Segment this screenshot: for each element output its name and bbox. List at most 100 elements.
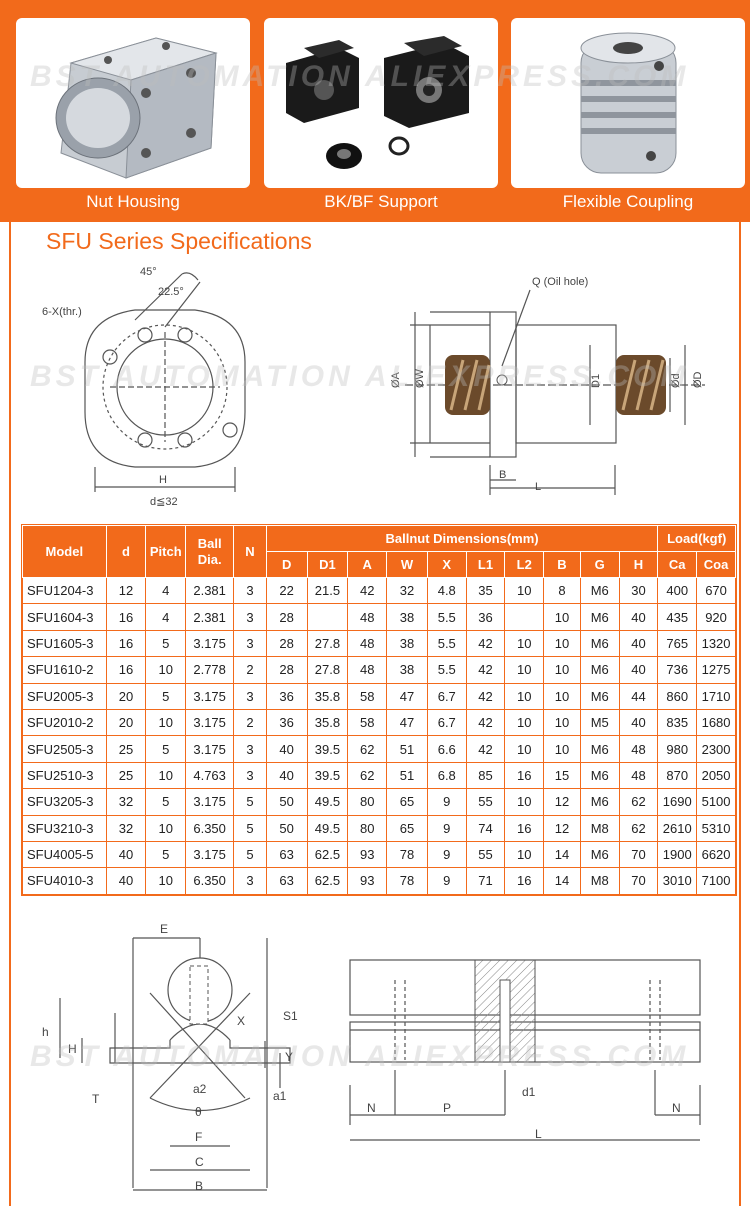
table-cell: 20 (105, 708, 147, 737)
table-cell: 48 (347, 629, 388, 658)
table-cell: 70 (618, 867, 659, 895)
table-cell: 27.8 (306, 656, 349, 684)
table-cell: 3.175 (185, 629, 235, 658)
table-cell: 12 (105, 576, 147, 605)
model-cell: SFU1204-3 (22, 576, 107, 605)
dim-d-label: d≦32 (150, 496, 178, 508)
table-cell: 28 (265, 629, 308, 658)
table-cell: 70 (618, 840, 659, 869)
table-cell: M6 (579, 788, 620, 816)
table-cell: 35 (465, 576, 506, 605)
table-cell: 25 (105, 735, 147, 763)
table-cell: 5.5 (426, 603, 467, 631)
table-cell: 2 (233, 708, 267, 737)
model-cell: SFU4010-3 (22, 867, 107, 895)
table-cell: 62 (618, 788, 659, 816)
table-cell: 10 (504, 708, 545, 737)
dim-a1-label: a1 (273, 1089, 287, 1103)
table-cell: 62 (347, 761, 388, 790)
table-cell: 5 (145, 840, 187, 869)
table-cell: 63 (265, 840, 308, 869)
table-cell: 38 (386, 656, 428, 684)
table-cell: 42 (347, 576, 388, 605)
table-cell: 9 (426, 814, 467, 842)
table-cell: 65 (386, 788, 428, 816)
table-cell: 35.8 (306, 682, 349, 710)
table-cell: 78 (386, 867, 428, 895)
col-dim: A (347, 551, 388, 578)
table-cell: 8 (543, 576, 581, 605)
table-cell: 920 (696, 603, 736, 631)
table-cell: 71 (465, 867, 506, 895)
table-cell: 14 (543, 840, 581, 869)
col-group-load: Load(kgf) (657, 525, 736, 552)
table-cell: 6.350 (185, 814, 235, 842)
table-cell: 51 (386, 761, 428, 790)
table-cell: 10 (145, 761, 187, 790)
model-cell: SFU2510-3 (22, 761, 107, 790)
table-cell: 36 (265, 708, 308, 737)
angle-22-5-label: 22.5° (158, 286, 184, 298)
table-cell: 40 (618, 603, 659, 631)
product-label-bk-bf: BK/BF Support (324, 192, 438, 211)
model-cell: SFU1604-3 (22, 603, 107, 631)
dim-n-left-label: N (367, 1101, 376, 1115)
table-cell: 5 (233, 814, 267, 842)
table-cell: 10 (504, 735, 545, 763)
table-cell: 10 (543, 735, 581, 763)
nut-housing-image (16, 18, 250, 188)
model-cell: SFU2505-3 (22, 735, 107, 763)
table-cell: 10 (543, 708, 581, 737)
table-cell: 4.763 (185, 761, 235, 790)
model-cell: SFU3210-3 (22, 814, 107, 842)
table-cell: 44 (618, 682, 659, 710)
table-cell: 63 (265, 867, 308, 895)
table-cell: 10 (504, 629, 545, 658)
model-cell: SFU2010-2 (22, 708, 107, 737)
table-cell: 10 (543, 682, 581, 710)
flexible-coupling-image (511, 18, 745, 188)
table-cell: 5 (145, 735, 187, 763)
table-cell: 15 (543, 761, 581, 790)
table-cell: 1275 (696, 656, 736, 684)
table-cell: 16 (105, 603, 147, 631)
col-model: Model (22, 525, 107, 578)
table-cell: 49.5 (306, 788, 349, 816)
table-cell: 835 (657, 708, 698, 737)
col-group-ballnut-dims: Ballnut Dimensions(mm) (265, 525, 659, 552)
col-dim: D1 (306, 551, 349, 578)
table-cell (306, 603, 349, 631)
table-cell: 40 (105, 867, 147, 895)
table-cell: 40 (265, 735, 308, 763)
table-cell: 3 (233, 576, 267, 605)
table-cell: 62.5 (306, 840, 349, 869)
oil-hole-label: Q (Oil hole) (532, 276, 588, 288)
table-cell: 6620 (696, 840, 736, 869)
col-dim: L1 (465, 551, 506, 578)
table-cell: 58 (347, 682, 388, 710)
table-cell: 860 (657, 682, 698, 710)
angle-45-label: 45° (140, 266, 157, 278)
table-cell: M6 (579, 656, 620, 684)
table-cell: 3.175 (185, 788, 235, 816)
ballnut-side-view-drawing: Q (Oil hole) ØA ØW D1 Ød ØD B L (390, 276, 705, 495)
table-cell: 9 (426, 788, 467, 816)
table-cell: 736 (657, 656, 698, 684)
table-cell: 10 (504, 840, 545, 869)
table-cell: 32 (105, 788, 147, 816)
table-cell: 65 (386, 814, 428, 842)
table-cell: M6 (579, 735, 620, 763)
table-cell: 765 (657, 629, 698, 658)
table-cell: 2.778 (185, 656, 235, 684)
table-cell: 78 (386, 840, 428, 869)
dim-d1-label: D1 (590, 374, 602, 388)
table-cell: 74 (465, 814, 506, 842)
table-cell: 28 (265, 603, 308, 631)
dim-t-label: T (92, 1092, 100, 1106)
table-cell: M8 (579, 867, 620, 895)
dim-f-label: F (195, 1130, 202, 1144)
table-cell: 62.5 (306, 867, 349, 895)
